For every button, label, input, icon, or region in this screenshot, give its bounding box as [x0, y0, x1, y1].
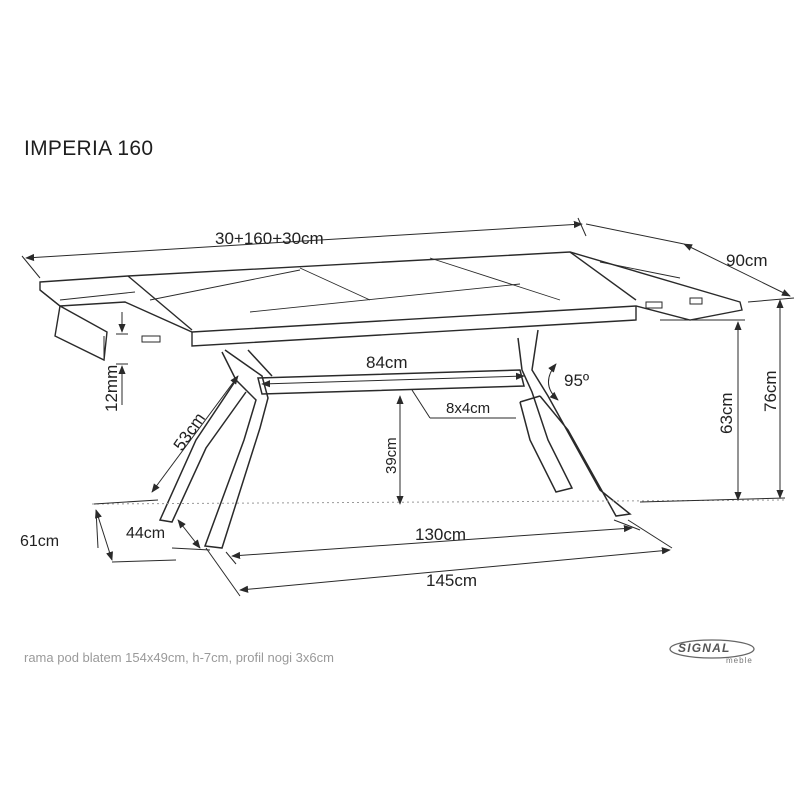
brand-name: SIGNAL: [678, 641, 731, 655]
dim-angle: [548, 363, 559, 401]
top-thickness-label: 12mm: [102, 365, 121, 412]
table-top: [39, 251, 743, 362]
beam-length-label: 84cm: [366, 353, 408, 372]
dim-beam-length: [261, 372, 525, 388]
dim-base-depth: [93, 499, 177, 563]
beam-profile-label: 8x4cm: [446, 400, 490, 417]
leg-length-label: 53cm: [170, 409, 209, 454]
dim-inner-height: [660, 319, 745, 501]
top-length-label: 30+160+30cm: [215, 229, 324, 248]
inner-base-label: 130cm: [415, 525, 466, 544]
angle-label: 95º: [564, 371, 589, 390]
dim-leg-depth: [171, 519, 211, 551]
base-length-label: 145cm: [426, 571, 477, 590]
floor-line: [91, 497, 786, 505]
brand-logo: SIGNAL meble: [668, 638, 764, 668]
dim-beam-profile: [411, 389, 516, 419]
inner-height-label: 63cm: [717, 392, 736, 434]
dim-top-thickness: [116, 312, 128, 405]
page-title: IMPERIA 160: [24, 137, 154, 160]
brand-sub: meble: [726, 656, 753, 665]
dim-depth: [585, 223, 795, 303]
dim-base-length: [205, 519, 673, 597]
depth-label: 90cm: [726, 251, 768, 270]
total-height-label: 76cm: [761, 370, 780, 412]
base-depth-label: 61cm: [20, 533, 59, 550]
dim-leg-length: [151, 375, 239, 493]
beam-height-label: 39cm: [383, 437, 400, 474]
footnote: rama pod blatem 154x49cm, h-7cm, profil …: [24, 650, 334, 665]
leg-depth-label: 44cm: [126, 525, 165, 542]
dim-top-length: [21, 217, 587, 279]
